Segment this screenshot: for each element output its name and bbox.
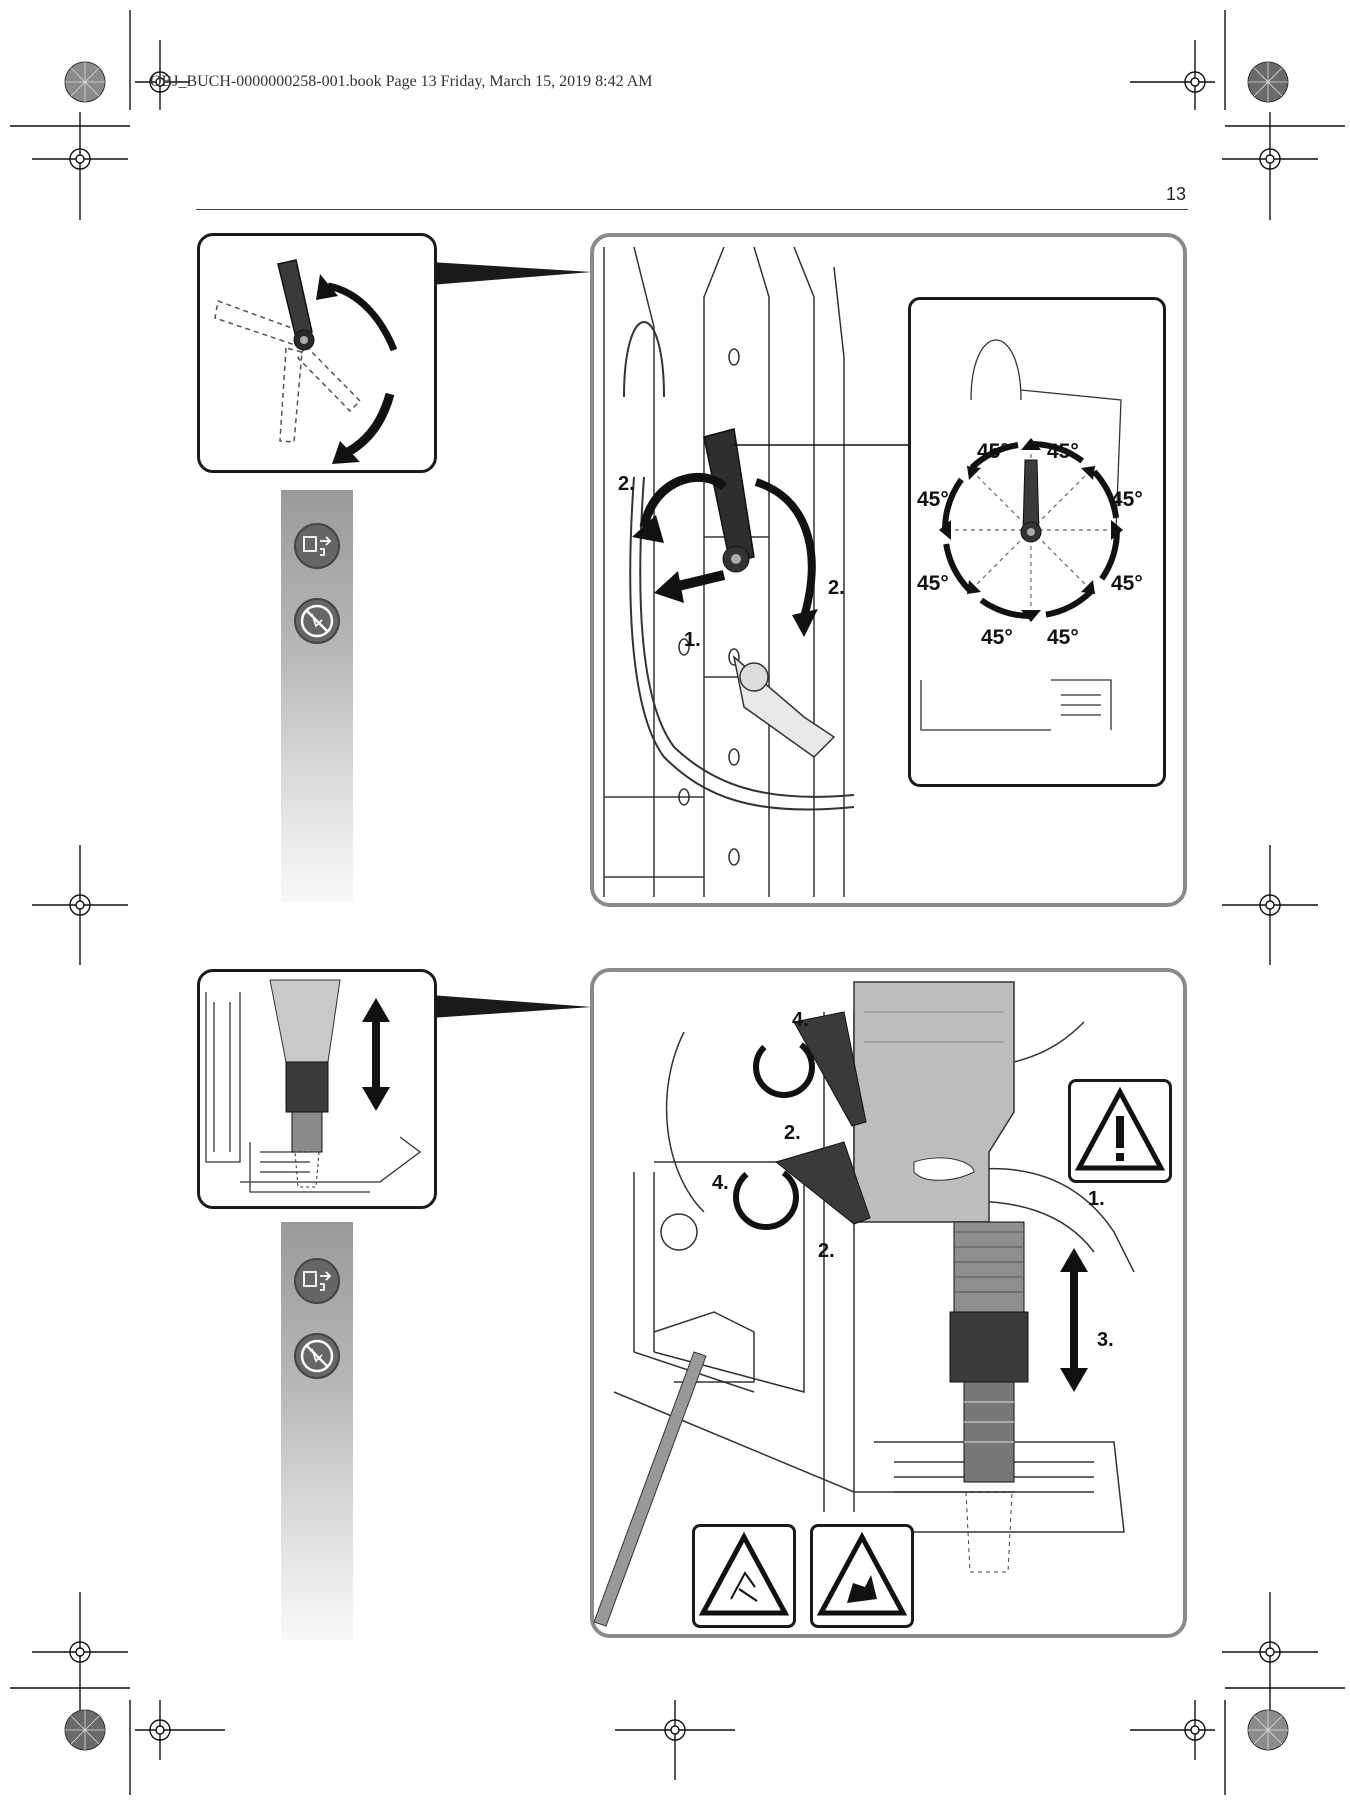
- angle-label: 45°: [917, 488, 949, 511]
- main-panel-lever-adjust: 45° 45° 45° 45° 45° 45° 45° 45° 2. 2. 1.: [590, 233, 1187, 907]
- no-touch-hot-icon: [294, 598, 340, 644]
- general-warning-icon: [1068, 1079, 1172, 1183]
- unplug-icon: [294, 523, 340, 569]
- inset-lever-rotation: [197, 233, 437, 473]
- hand-crush-hazard-icon: [810, 1524, 914, 1628]
- angle-label: 45°: [1111, 488, 1143, 511]
- no-touch-hot-icon: [294, 1333, 340, 1379]
- drill-stand-illustration: [603, 246, 914, 897]
- step-label-2: 2.: [828, 577, 845, 599]
- print-header: OBJ_BUCH-0000000258-001.book Page 13 Fri…: [150, 73, 653, 90]
- angle-label: 45°: [977, 440, 1009, 463]
- step-label-4: 4.: [712, 1172, 729, 1194]
- lever-rotation-illustration: [214, 259, 398, 464]
- detail-45-degree-positions: 45° 45° 45° 45° 45° 45° 45° 45°: [908, 297, 1166, 787]
- step-label-4: 4.: [792, 1009, 809, 1031]
- step-label-2: 2.: [784, 1122, 801, 1144]
- angle-label: 45°: [917, 572, 949, 595]
- inset-drill-vertical: [197, 969, 437, 1209]
- angle-label: 45°: [981, 626, 1013, 649]
- step-label-2: 2.: [618, 473, 635, 495]
- step-label-1: 1.: [684, 629, 701, 651]
- page-number: 13: [1166, 184, 1187, 204]
- angle-label: 45°: [1047, 626, 1079, 649]
- drill-feed-illustration: [593, 981, 1135, 1627]
- angle-label: 45°: [1111, 572, 1143, 595]
- angle-dial-illustration: [920, 339, 1123, 731]
- step-label-1: 1.: [1088, 1188, 1105, 1210]
- main-panel-drill-feed: 4. 2. 4. 2. 1. 3.: [590, 968, 1187, 1638]
- unplug-icon: [294, 1258, 340, 1304]
- drill-vertical-illustration: [205, 979, 422, 1193]
- step-label-2: 2.: [818, 1240, 835, 1262]
- cutting-hazard-icon: [692, 1524, 796, 1628]
- angle-label: 45°: [1047, 440, 1079, 463]
- step-label-3: 3.: [1097, 1329, 1114, 1351]
- header-rule: [196, 209, 1188, 210]
